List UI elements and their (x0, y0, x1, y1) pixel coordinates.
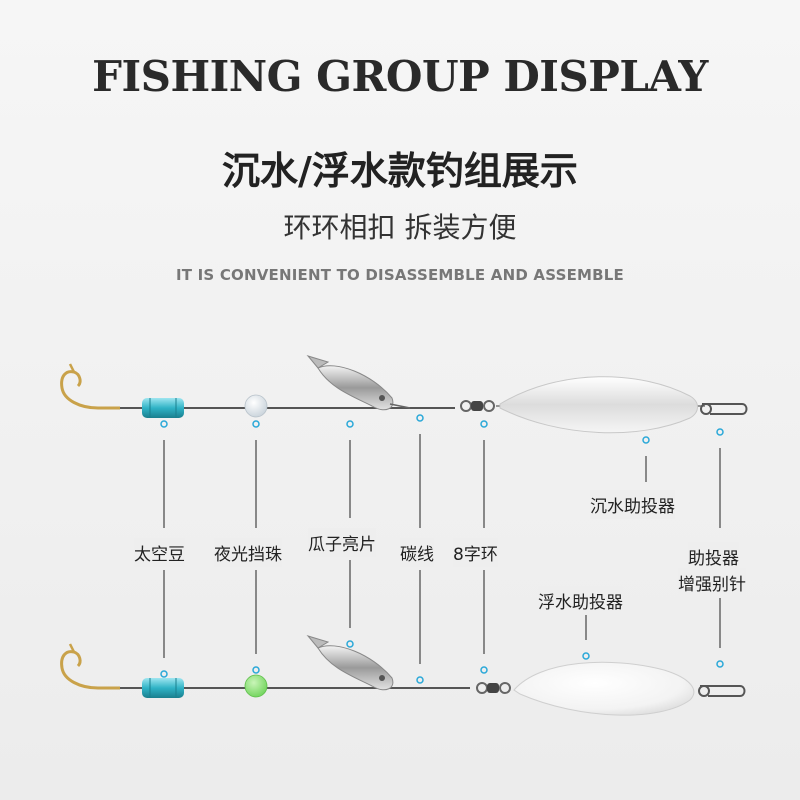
marker-icon (582, 652, 590, 660)
spinner-blade-icon (306, 355, 411, 411)
marker-icon (416, 676, 424, 684)
label-snap-pin-line2: 增强别针 (678, 568, 746, 597)
marker-icon (716, 428, 724, 436)
label-carbon-line: 碳线 (400, 538, 434, 567)
label-floating-caster: 浮水助投器 (538, 586, 623, 615)
marker-icon (160, 420, 168, 428)
hook-barb-icon (68, 363, 76, 373)
marker-icon (480, 666, 488, 674)
subtitle-english: IT IS CONVENIENT TO DISASSEMBLE AND ASSE… (175, 266, 624, 284)
label-spinner-blade: 瓜子亮片 (308, 528, 376, 557)
hook-icon (60, 650, 120, 690)
sinking-rig (60, 355, 748, 434)
marker-icon (480, 420, 488, 428)
space-bean-icon (142, 398, 184, 418)
title-chinese: 沉水/浮水款钓组展示 (222, 149, 578, 193)
marker-icon (252, 420, 260, 428)
label-sinking-caster: 沉水助投器 (590, 490, 675, 519)
subtitle-chinese: 环环相扣 拆装方便 (283, 211, 517, 244)
label-space-bean: 太空豆 (134, 538, 185, 567)
snap-pin-icon (700, 403, 748, 415)
title-english: FISHING GROUP DISPLAY (92, 52, 708, 101)
floating-rig (60, 635, 746, 716)
swivel-icon (460, 400, 495, 412)
marker-icon (346, 420, 354, 428)
floating-caster-icon (513, 661, 695, 716)
marker-icon (252, 666, 260, 674)
marker-icon (416, 414, 424, 422)
label-swivel: 8字环 (453, 538, 498, 567)
swivel-icon (476, 682, 511, 694)
luminous-bead-icon (244, 394, 268, 418)
snap-pin-icon (698, 685, 746, 697)
label-luminous-bead: 夜光挡珠 (214, 538, 282, 567)
guide-lines (160, 414, 724, 684)
space-bean-icon (142, 678, 184, 698)
marker-icon (716, 660, 724, 668)
marker-icon (160, 670, 168, 678)
luminous-bead-icon (244, 674, 268, 698)
hook-icon (60, 370, 120, 410)
marker-icon (346, 640, 354, 648)
sinking-caster-icon (499, 376, 698, 434)
marker-icon (642, 436, 650, 444)
hook-barb-icon (68, 643, 76, 653)
label-snap-pin-line1: 助投器 (688, 542, 739, 571)
spinner-blade-icon (306, 635, 394, 691)
